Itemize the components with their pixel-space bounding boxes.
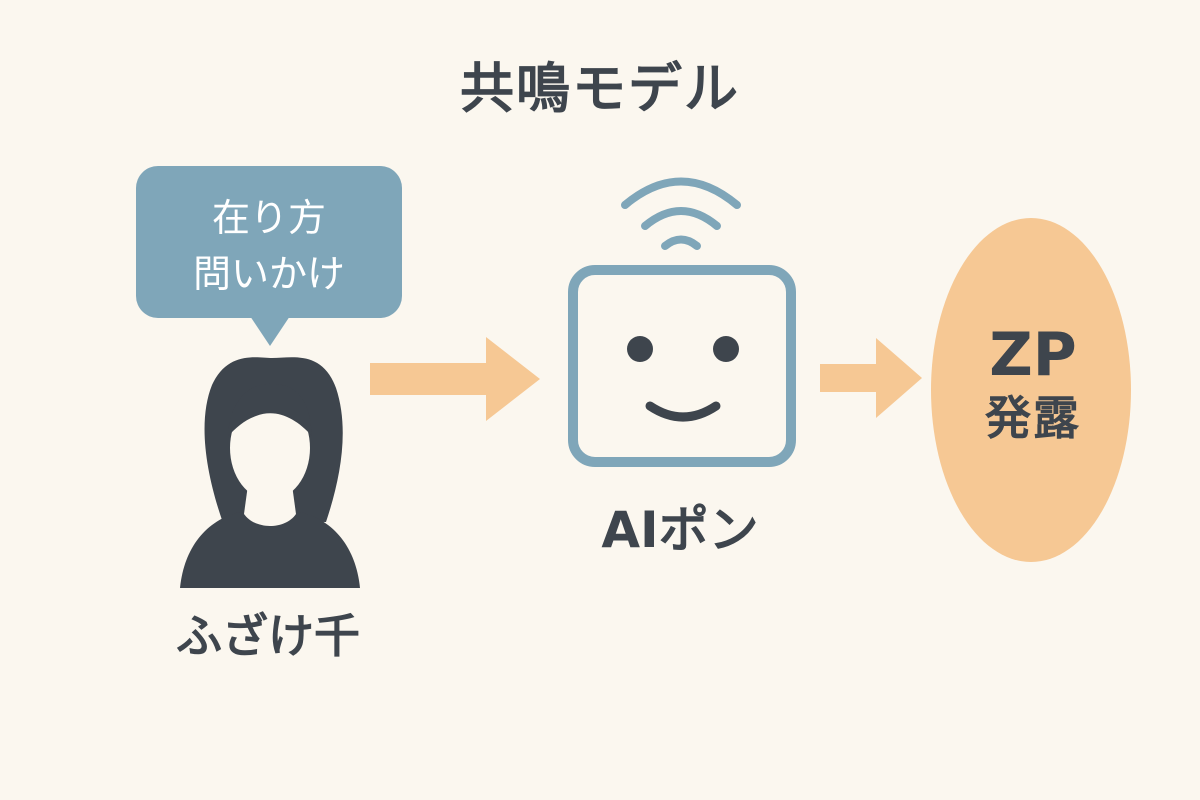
ai-label: AIポン xyxy=(601,501,759,559)
speech-bubble-line-2: 問いかけ xyxy=(192,252,345,296)
output-text: ZP 発露 xyxy=(928,322,1138,448)
output-ellipse xyxy=(931,218,1131,562)
person-silhouette-icon xyxy=(180,357,360,588)
arrow-right-icon xyxy=(820,338,922,418)
output-line-1: ZP xyxy=(989,320,1077,390)
output-line-2: 発露 xyxy=(985,391,1081,445)
diagram-title: 共鳴モデル xyxy=(460,57,740,120)
arrow-right-icon xyxy=(370,337,540,421)
wifi-signal-icon xyxy=(621,177,741,250)
speech-bubble xyxy=(136,166,402,318)
speech-bubble-tail xyxy=(250,316,290,346)
person-label: ふざけ千 xyxy=(176,609,360,663)
speech-bubble-line-1: 在り方 xyxy=(211,196,326,240)
speech-bubble-text: 在り方 問いかけ xyxy=(136,190,402,302)
robot-face-icon xyxy=(568,265,796,467)
